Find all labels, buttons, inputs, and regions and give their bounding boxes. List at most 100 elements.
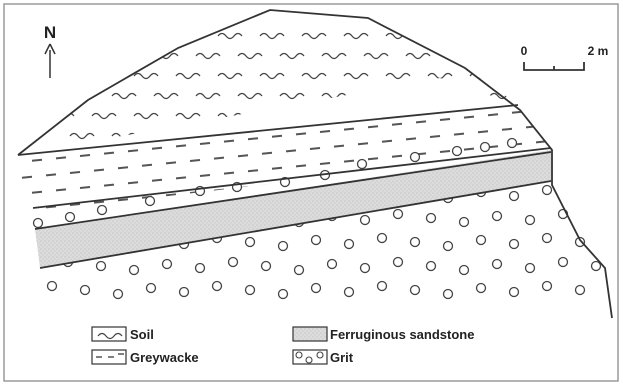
grit-circle-mark	[196, 264, 205, 273]
soil-wave-mark	[364, 54, 388, 59]
greywacke-dash-mark	[464, 149, 474, 150]
greywacke-dash-mark	[478, 131, 488, 132]
greywacke-dash-mark	[56, 157, 66, 158]
greywacke-dash-mark	[464, 117, 474, 118]
grit-circle-mark	[180, 288, 189, 297]
grit-circle-mark	[34, 219, 43, 228]
soil-wave-mark	[176, 114, 200, 119]
grit-circle-mark	[295, 266, 304, 275]
soil-wave-mark	[322, 134, 346, 139]
grit-circle-mark	[279, 290, 288, 299]
greywacke-dash-mark	[166, 162, 176, 163]
greywacke-dash-mark	[200, 175, 210, 176]
soil-wave-mark	[112, 134, 136, 139]
soil-wave-mark	[490, 134, 514, 139]
greywacke-dash-mark	[344, 129, 354, 130]
greywacke-dash-mark	[430, 136, 440, 137]
soil-wave-mark	[280, 94, 304, 99]
greywacke-dash-mark	[128, 182, 138, 183]
greywacke-dash-mark	[176, 177, 186, 178]
grit-circle-mark	[345, 288, 354, 297]
soil-wave-mark	[50, 74, 74, 79]
greywacke-dash-mark	[70, 172, 80, 173]
greywacke-dash-mark	[368, 158, 378, 159]
soil-wave-mark	[364, 134, 388, 139]
greywacke-dash-mark	[238, 123, 248, 124]
greywacke-dash-mark	[310, 180, 320, 181]
greywacke-dash-mark	[262, 153, 272, 154]
soil-wave-mark	[218, 34, 242, 39]
grit-circle-mark	[130, 266, 139, 275]
ferruginous-sandstone-layer	[35, 150, 551, 268]
greywacke-dash-mark	[46, 174, 56, 175]
grit-circle-mark	[98, 206, 107, 215]
grit-circle-mark	[592, 262, 601, 271]
greywacke-dash-mark	[272, 136, 282, 137]
greywacke-dash-mark	[392, 156, 402, 157]
grit-circle-mark	[508, 139, 517, 148]
grit-circle-mark	[493, 212, 502, 221]
greywacke-dash-mark	[262, 121, 272, 122]
soil-wave-mark	[154, 94, 178, 99]
greywacke-dash-mark	[392, 124, 402, 125]
grit-circle-mark	[180, 192, 189, 201]
greywacke-dash-mark	[46, 142, 56, 143]
grit-circle-mark	[510, 288, 519, 297]
soil-wave-mark	[238, 134, 262, 139]
legend-label-soil: Soil	[130, 327, 154, 342]
soil-wave-mark	[512, 74, 536, 79]
greywacke-dash-mark	[286, 150, 296, 151]
grit-circle-mark	[510, 192, 519, 201]
greywacke-dash-mark	[224, 141, 234, 142]
soil-wave-mark	[70, 134, 94, 139]
grit-circle-mark	[427, 262, 436, 271]
grit-circle-mark	[97, 262, 106, 271]
grit-circle-mark	[444, 290, 453, 299]
soil-wave-mark	[260, 74, 284, 79]
soil-wave-mark	[112, 94, 136, 99]
greywacke-dash-mark	[190, 160, 200, 161]
soil-wave-mark	[364, 94, 388, 99]
grit-circle-mark	[163, 260, 172, 269]
greywacke-dash-mark	[152, 148, 162, 149]
greywacke-dash-mark	[358, 175, 368, 176]
greywacke-dash-mark	[334, 146, 344, 147]
soil-wave-mark	[470, 34, 494, 39]
soil-wave-mark	[344, 74, 368, 79]
soil-wave-mark	[134, 114, 158, 119]
greywacke-dash-mark	[94, 170, 104, 171]
grit-circle-mark	[312, 284, 321, 293]
greywacke-dash-mark	[310, 116, 320, 117]
greywacke-dash-mark	[382, 141, 392, 142]
scale-bar-line	[524, 62, 584, 70]
soil-wave-mark	[532, 134, 556, 139]
legend-label-ferruginous: Ferruginous sandstone	[330, 327, 474, 342]
soil-wave-mark	[428, 74, 452, 79]
soil-wave-mark	[512, 34, 536, 39]
soil-wave-mark	[302, 74, 326, 79]
greywacke-dash-mark	[22, 177, 32, 178]
greywacke-dash-mark	[296, 133, 306, 134]
grit-circle-mark	[592, 214, 601, 223]
greywacke-dash-mark	[94, 138, 104, 139]
grit-circle-mark	[378, 282, 387, 291]
greywacke-dash-mark	[224, 173, 234, 174]
soil-wave-mark	[260, 34, 284, 39]
grit-circle-mark	[147, 284, 156, 293]
scale-bar: 0 2 m	[521, 44, 609, 70]
legend-item-ferruginous: Ferruginous sandstone	[293, 327, 474, 342]
soil-wave-mark	[196, 54, 220, 59]
soil-wave-mark	[176, 74, 200, 79]
grit-circle-mark	[543, 234, 552, 243]
greywacke-dash-mark	[118, 167, 128, 168]
soil-wave-mark	[302, 114, 326, 119]
greywacke-dash-mark	[152, 180, 162, 181]
soil-wave-mark	[134, 74, 158, 79]
grit-circle-mark	[411, 153, 420, 162]
grit-circle-mark	[48, 186, 57, 195]
grit-circle-mark	[427, 214, 436, 223]
grit-circle-mark	[576, 286, 585, 295]
greywacke-dash-mark	[80, 219, 90, 220]
grit-circle-mark	[66, 213, 75, 222]
